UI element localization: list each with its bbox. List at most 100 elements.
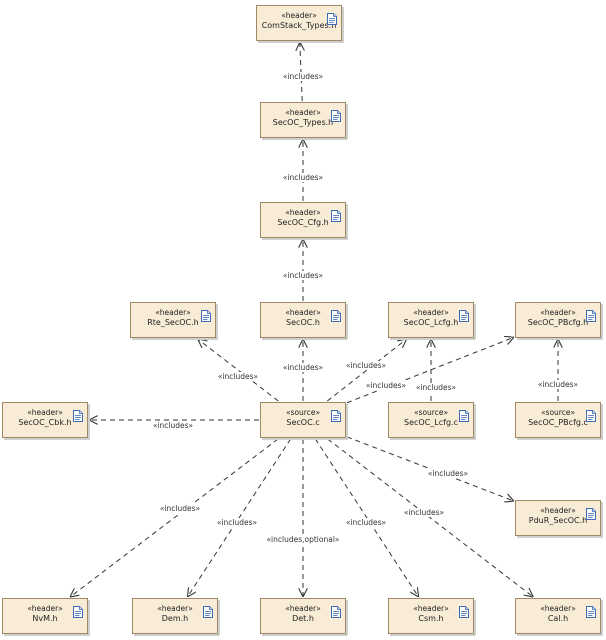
node-stereotype: «header» [285, 308, 321, 317]
node-stereotype: «header» [285, 108, 321, 117]
node-comstack-types[interactable]: «header»ComStack_Types.h [256, 5, 342, 41]
node-stereotype: «header» [155, 308, 191, 317]
node-secoc-lcfg-h[interactable]: «header»SecOC_Lcfg.h [388, 302, 474, 338]
node-stereotype: «header» [285, 604, 321, 613]
node-stereotype: «header» [413, 604, 449, 613]
node-secoc-c[interactable]: «source»SecOC.c [260, 402, 346, 438]
node-stereotype: «source» [413, 408, 449, 417]
node-name: Dem.h [161, 614, 189, 623]
dependency-arrow-secoc_c-to-secoc_lcfg_h [327, 339, 406, 402]
node-secoc-lcfg-c[interactable]: «source»SecOC_Lcfg.c [388, 402, 474, 438]
edge-label: «includes» [153, 421, 194, 430]
node-name: SecOC_Cbk.h [18, 418, 72, 427]
edge-label-background [344, 361, 388, 370]
dependency-arrow-secoc_c-to-rte_secoc [198, 339, 279, 402]
file-icon [73, 407, 83, 422]
node-secoc-types[interactable]: «header»SecOC_Types.h [260, 102, 346, 138]
edge-label: «includes» [404, 508, 445, 517]
node-name: SecOC_PBcfg.h [527, 318, 589, 327]
dependency-arrow-secoc_c-to-pdur_secoc [346, 436, 514, 501]
edge-label: «includes» [416, 383, 457, 392]
edge-label-background [364, 381, 408, 390]
file-icon [203, 603, 213, 618]
dependency-arrow-secoc_c-to-secoc_pbcfg_h [346, 337, 514, 404]
file-icon [331, 207, 341, 222]
file-icon [331, 307, 341, 322]
edge-label: «includes» [283, 271, 324, 280]
edge-label: «includes» [346, 518, 387, 527]
file-icon [331, 107, 341, 122]
node-stereotype: «header» [540, 308, 576, 317]
edge-label: «includes» [538, 380, 579, 389]
file-icon [459, 603, 469, 618]
node-stereotype: «header» [27, 408, 63, 417]
edge-label-background [265, 535, 341, 544]
edge-label-background [402, 508, 446, 517]
node-det[interactable]: «header»Det.h [260, 598, 346, 634]
node-stereotype: «header» [540, 604, 576, 613]
node-stereotype: «header» [285, 208, 321, 217]
file-icon [586, 603, 596, 618]
edge-label: «includes» [346, 361, 387, 370]
node-name: SecOC_Cfg.h [277, 218, 329, 227]
node-secoc-cbk[interactable]: «header»SecOC_Cbk.h [2, 402, 88, 438]
node-name: PduR_SecOC.h [528, 516, 588, 525]
edge-label: «includes» [217, 518, 258, 527]
edge-label: «includes» [283, 173, 324, 182]
node-name: SecOC.c [286, 418, 320, 427]
dependency-arrow-secoc_types-to-comstack_types [300, 42, 302, 102]
node-name: Csm.h [418, 614, 444, 623]
node-secoc-pbcfg-c[interactable]: «source»SecOC_PBcfg.c [515, 402, 601, 438]
edge-label-background [281, 72, 325, 81]
node-pdur-secoc[interactable]: «header»PduR_SecOC.h [515, 500, 601, 536]
node-name: SecOC_Lcfg.c [404, 418, 458, 427]
file-icon [201, 307, 211, 322]
file-icon [331, 407, 341, 422]
edge-label-background [281, 173, 325, 182]
node-rte-secoc[interactable]: «header»Rte_SecOC.h [130, 302, 216, 338]
node-stereotype: «header» [413, 308, 449, 317]
edge-label-background [215, 518, 259, 527]
file-icon [459, 407, 469, 422]
file-icon [331, 603, 341, 618]
edge-label-background [536, 380, 580, 389]
edge-label: «includes» [366, 381, 407, 390]
node-cal[interactable]: «header»Cal.h [515, 598, 601, 634]
file-icon [586, 307, 596, 322]
edge-label: «includes» [283, 72, 324, 81]
node-name: SecOC.h [286, 318, 320, 327]
dependency-arrow-secoc_c-to-nvm [70, 438, 279, 597]
node-name: Rte_SecOC.h [147, 318, 199, 327]
node-stereotype: «header» [540, 506, 576, 515]
edge-label-background [426, 469, 470, 478]
node-name: SecOC_Types.h [272, 118, 334, 127]
node-stereotype: «header» [157, 604, 193, 613]
node-secoc-cfg[interactable]: «header»SecOC_Cfg.h [260, 202, 346, 238]
node-csm[interactable]: «header»Csm.h [388, 598, 474, 634]
node-name: SecOC_Lcfg.h [403, 318, 459, 327]
edge-label: «includes» [218, 372, 259, 381]
dependency-arrow-secoc_c-to-cal [327, 438, 534, 597]
file-icon [586, 505, 596, 520]
edge-label-background [216, 372, 260, 381]
node-name: NvM.h [32, 614, 58, 623]
file-icon [586, 407, 596, 422]
node-name: Cal.h [547, 614, 569, 623]
file-icon [459, 307, 469, 322]
edge-label-background [414, 383, 458, 392]
node-secoc-h[interactable]: «header»SecOC.h [260, 302, 346, 338]
node-stereotype: «header» [27, 604, 63, 613]
edge-label-background [281, 271, 325, 280]
edge-label: «includes» [160, 504, 201, 513]
node-nvm[interactable]: «header»NvM.h [2, 598, 88, 634]
file-icon [73, 603, 83, 618]
edge-label-background [158, 504, 202, 513]
node-dem[interactable]: «header»Dem.h [132, 598, 218, 634]
edge-label-background [281, 363, 325, 372]
edge-label-background [344, 518, 388, 527]
node-secoc-pbcfg-h[interactable]: «header»SecOC_PBcfg.h [515, 302, 601, 338]
node-name: ComStack_Types.h [261, 21, 337, 30]
edge-label: «includes,optional» [266, 535, 339, 544]
